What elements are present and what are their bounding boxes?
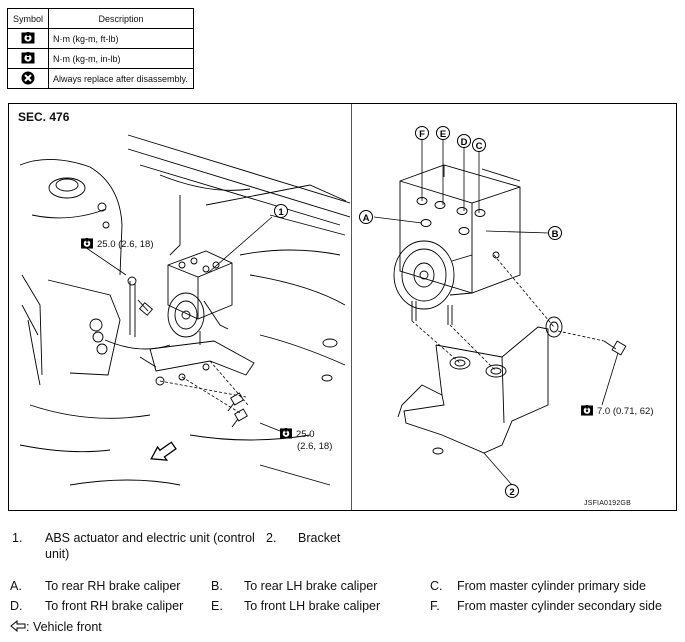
torque-spec-left-bottom: 25.0	[279, 428, 315, 440]
section-label: SEC. 476	[18, 110, 70, 124]
legend-header-description: Description	[48, 8, 194, 29]
torque-spec-right: 7.0 (0.71, 62)	[580, 405, 654, 417]
callout-a: A	[363, 213, 370, 224]
legend-row: N·m (kg-m, in-lb)	[7, 48, 194, 69]
figure-code: JSFIA0192GB	[584, 500, 631, 507]
diagram-divider	[351, 104, 352, 510]
component-exploded-view: F E D C A B 2	[359, 126, 627, 498]
torque-wrench-ftlb-icon	[81, 238, 93, 249]
port-letter: E.	[211, 599, 223, 613]
torque-wrench-ftlb-icon	[280, 428, 292, 439]
installation-view-illustration: 1	[19, 134, 350, 486]
part-number: 2.	[266, 531, 277, 545]
port-description: To front LH brake caliper	[244, 599, 381, 613]
legend-description: Always replace after disassembly.	[48, 68, 194, 89]
callout-1: 1	[278, 207, 284, 218]
port-letter: A.	[10, 579, 22, 593]
vehicle-front-legend: : Vehicle front	[10, 619, 102, 634]
callout-d: D	[461, 137, 468, 148]
legend-row: N·m (kg-m, ft-lb)	[7, 28, 194, 49]
callout-c: C	[476, 141, 483, 152]
port-letter: C.	[430, 579, 443, 593]
part-name: Bracket	[298, 531, 341, 545]
callout-f: F	[419, 129, 425, 140]
vehicle-front-arrow-icon	[10, 619, 26, 633]
port-description: From master cylinder secondary side	[457, 599, 662, 613]
part-number: 1.	[12, 531, 23, 545]
legend-header-symbol: Symbol	[7, 8, 49, 29]
torque-spec-left-top: 25.0 (2.6, 18)	[80, 238, 154, 250]
port-description: To rear RH brake caliper	[45, 579, 181, 593]
legend-description: N·m (kg-m, in-lb)	[48, 48, 194, 69]
part-name-continued: unit)	[45, 547, 70, 561]
torque-wrench-inlb-icon	[21, 51, 35, 63]
port-description: To rear LH brake caliper	[244, 579, 378, 593]
port-letter: F.	[430, 599, 440, 613]
port-description: From master cylinder primary side	[457, 579, 646, 593]
always-replace-icon	[21, 71, 35, 84]
port-letter: D.	[10, 599, 23, 613]
part-name: ABS actuator and electric unit (control	[45, 531, 255, 545]
diagram-frame	[8, 103, 677, 511]
symbol-legend-table: Symbol Description N·m (kg-m, ft-lb) N·m…	[7, 8, 194, 89]
legend-description: N·m (kg-m, ft-lb)	[48, 28, 194, 49]
callout-2: 2	[509, 487, 514, 498]
legend-row: Always replace after disassembly.	[7, 68, 194, 89]
torque-wrench-ftlb-icon	[21, 31, 35, 43]
callout-e: E	[440, 129, 446, 140]
vehicle-front-arrow-icon	[150, 441, 177, 461]
torque-wrench-inlb-icon	[581, 405, 593, 416]
callout-b: B	[552, 229, 559, 240]
port-letter: B.	[211, 579, 223, 593]
port-description: To front RH brake caliper	[45, 599, 184, 613]
torque-spec-left-bottom-units: (2.6, 18)	[297, 441, 333, 452]
